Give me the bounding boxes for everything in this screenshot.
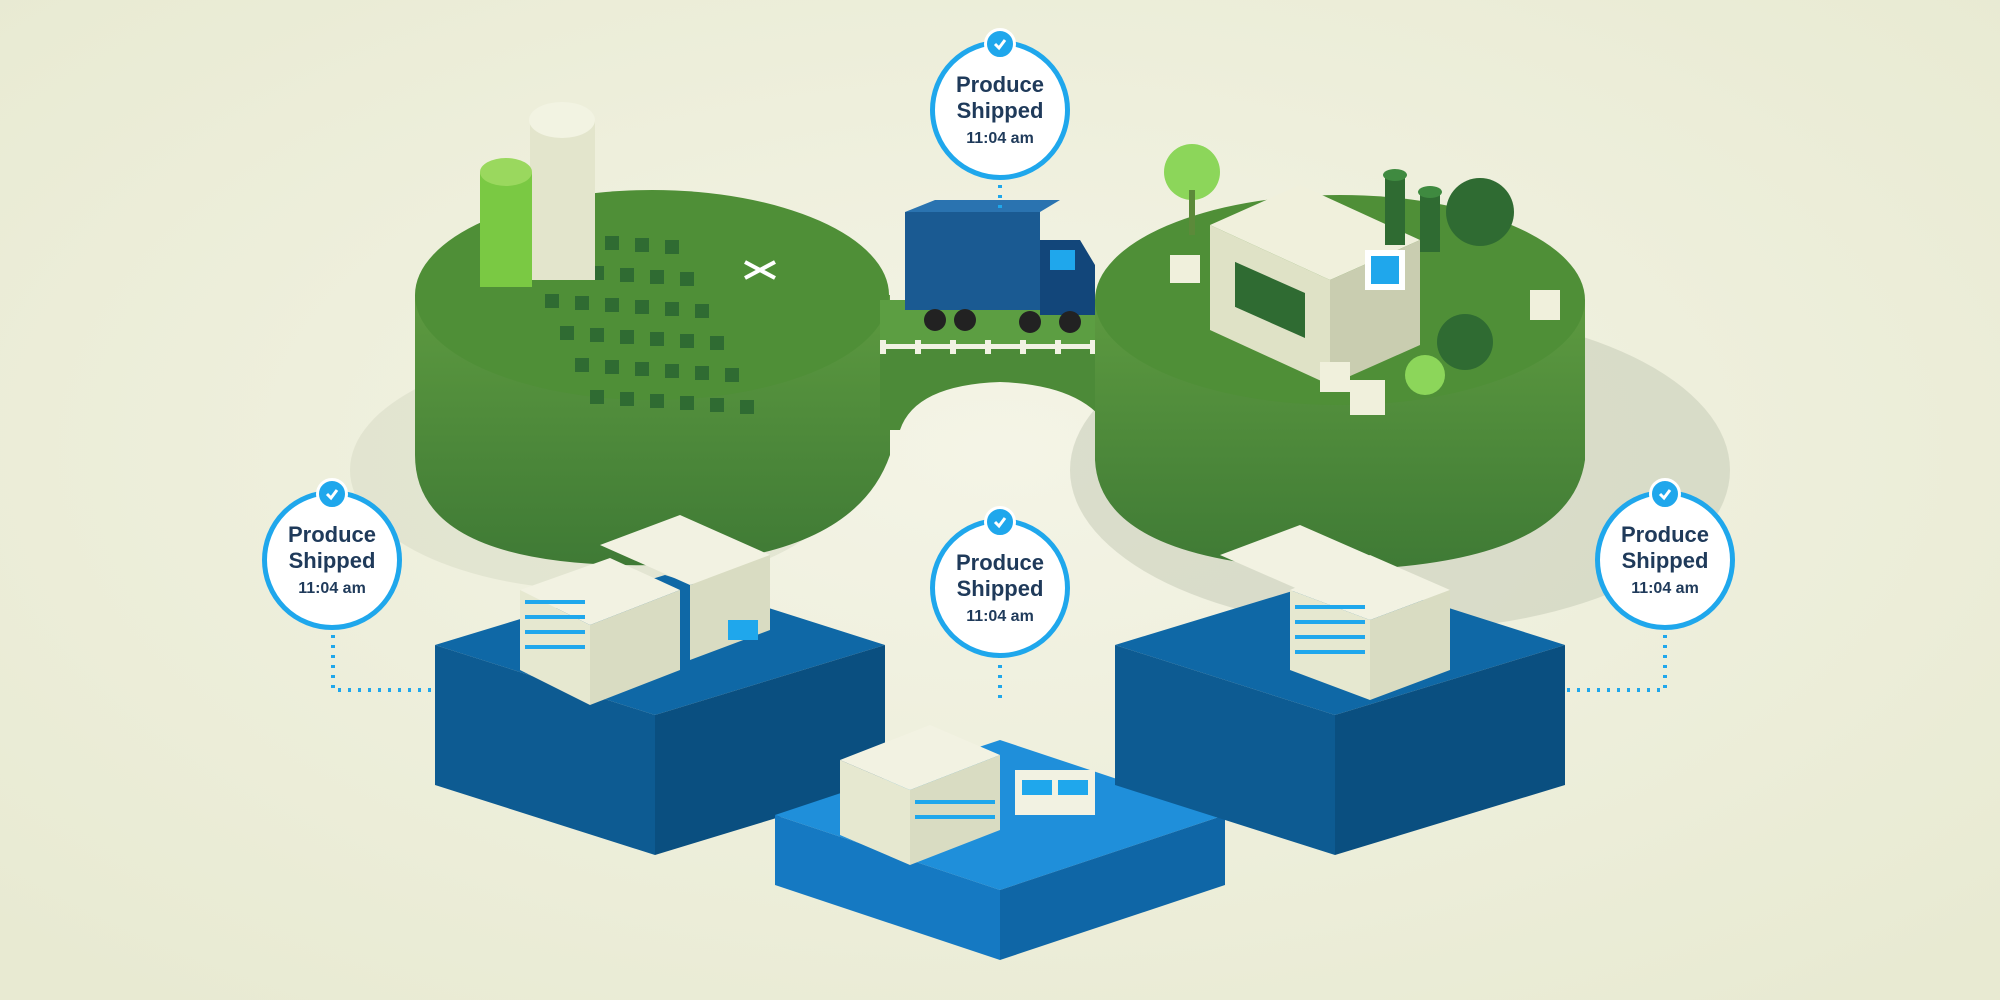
farm-island — [415, 102, 890, 566]
checkmark-icon — [1649, 478, 1681, 510]
delivery-truck — [905, 200, 1095, 333]
processing-factory — [1210, 169, 1442, 385]
callout-title-line1: Produce — [955, 72, 1045, 97]
callout-time: 11:04 am — [1631, 580, 1699, 597]
callout-produce-shipped-top: Produce Shipped 11:04 am — [930, 28, 1070, 180]
crates — [1170, 255, 1560, 415]
silos — [480, 102, 595, 287]
drone-icon — [744, 260, 776, 280]
callout-produce-shipped-center: Produce Shipped 11:04 am — [930, 506, 1070, 658]
callout-title-line1: Produce — [955, 550, 1045, 575]
checkmark-icon — [984, 506, 1016, 538]
checkmark-icon — [316, 478, 348, 510]
trees — [1164, 144, 1514, 395]
fence — [880, 340, 1120, 354]
callout-title-line2: Shipped — [956, 576, 1044, 601]
callout-produce-shipped-right: Produce Shipped 11:04 am — [1595, 478, 1735, 630]
callout-title-line1: Produce — [1620, 522, 1710, 547]
callout-time: 11:04 am — [966, 130, 1034, 147]
callout-title-line1: Produce — [287, 522, 377, 547]
callout-title-line2: Shipped — [288, 548, 376, 573]
factory-island — [1095, 144, 1585, 570]
callout-connectors — [331, 175, 1667, 705]
callout-title-line2: Shipped — [1621, 548, 1709, 573]
checkmark-icon — [984, 28, 1016, 60]
distribution-building — [435, 515, 1565, 960]
callout-time: 11:04 am — [966, 608, 1034, 625]
callout-produce-shipped-left: Produce Shipped 11:04 am — [262, 478, 402, 630]
callout-title-line2: Shipped — [956, 98, 1044, 123]
callout-time: 11:04 am — [298, 580, 366, 597]
